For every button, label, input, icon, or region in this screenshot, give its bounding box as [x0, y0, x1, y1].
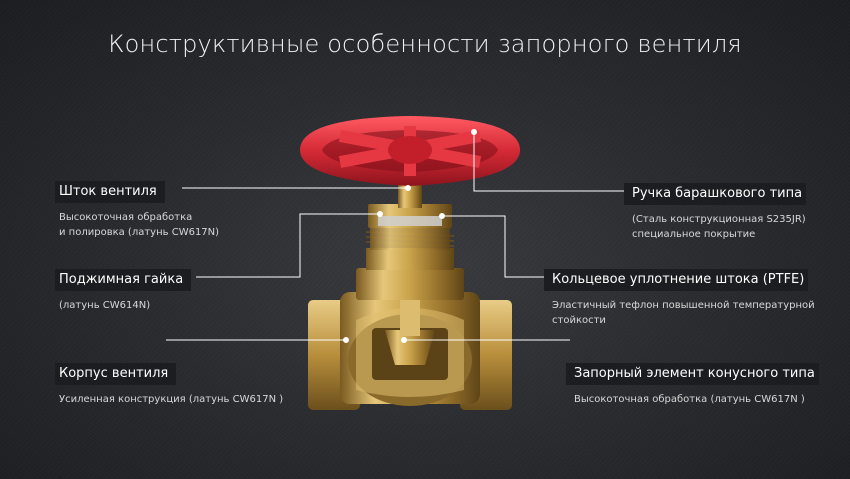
callout-gland-nut: Поджимная гайка (латунь CW614N) — [55, 268, 192, 313]
callout-stem-desc: Высокоточная обработка и полировка (лату… — [55, 210, 219, 240]
callout-shutoff-desc: Высокоточная обработка (латунь CW617N ) — [574, 394, 805, 405]
diagram-title: Конструктивные особенности запорного вен… — [108, 30, 742, 58]
callout-handle-name: Ручка барашкового типа — [624, 183, 807, 205]
callout-handle-desc-line2: специальное покрытие — [632, 229, 756, 240]
callout-stem-seal-name: Кольцевое уплотнение штока (PTFE) — [544, 269, 809, 291]
callout-stem-name: Шток вентиля — [55, 181, 165, 203]
leader-lines — [166, 129, 632, 343]
callout-handle: Ручка барашкового типа (Сталь конструкци… — [624, 182, 807, 242]
callout-stem-desc-line2: и полировка (латунь CW617N) — [59, 227, 220, 238]
callout-handle-desc-line1: (Сталь конструкционная S235JR) — [632, 214, 806, 225]
callout-body: Корпус вентиля Усиленная конструкция (ла… — [55, 362, 283, 407]
callout-stem-seal-desc-line1: Эластичный тефлон повышенной температурн… — [552, 300, 815, 311]
bonnet-shape — [356, 204, 464, 300]
callout-handle-desc: (Сталь конструкционная S235JR) специальн… — [624, 212, 806, 242]
valve-body-shape — [308, 292, 512, 410]
callout-shutoff-name: Запорный элемент конусного типа — [566, 363, 819, 385]
callout-body-desc: Усиленная конструкция (латунь CW617N ) — [59, 394, 284, 405]
handwheel-shape — [300, 116, 520, 186]
callout-stem-seal: Кольцевое уплотнение штока (PTFE) Эласти… — [544, 268, 815, 328]
callout-stem-seal-desc: Эластичный тефлон повышенной температурн… — [544, 298, 815, 328]
callout-shutoff: Запорный элемент конусного типа Высокото… — [566, 362, 819, 407]
callout-gland-nut-desc: (латунь CW614N) — [59, 300, 151, 311]
callout-stem-desc-line1: Высокоточная обработка — [59, 212, 193, 223]
callout-stem: Шток вентиля Высокоточная обработка и по… — [55, 180, 219, 240]
callout-gland-nut-name: Поджимная гайка — [55, 269, 192, 291]
callout-body-name: Корпус вентиля — [55, 363, 177, 385]
callout-stem-seal-desc-line2: стойкости — [552, 315, 606, 326]
